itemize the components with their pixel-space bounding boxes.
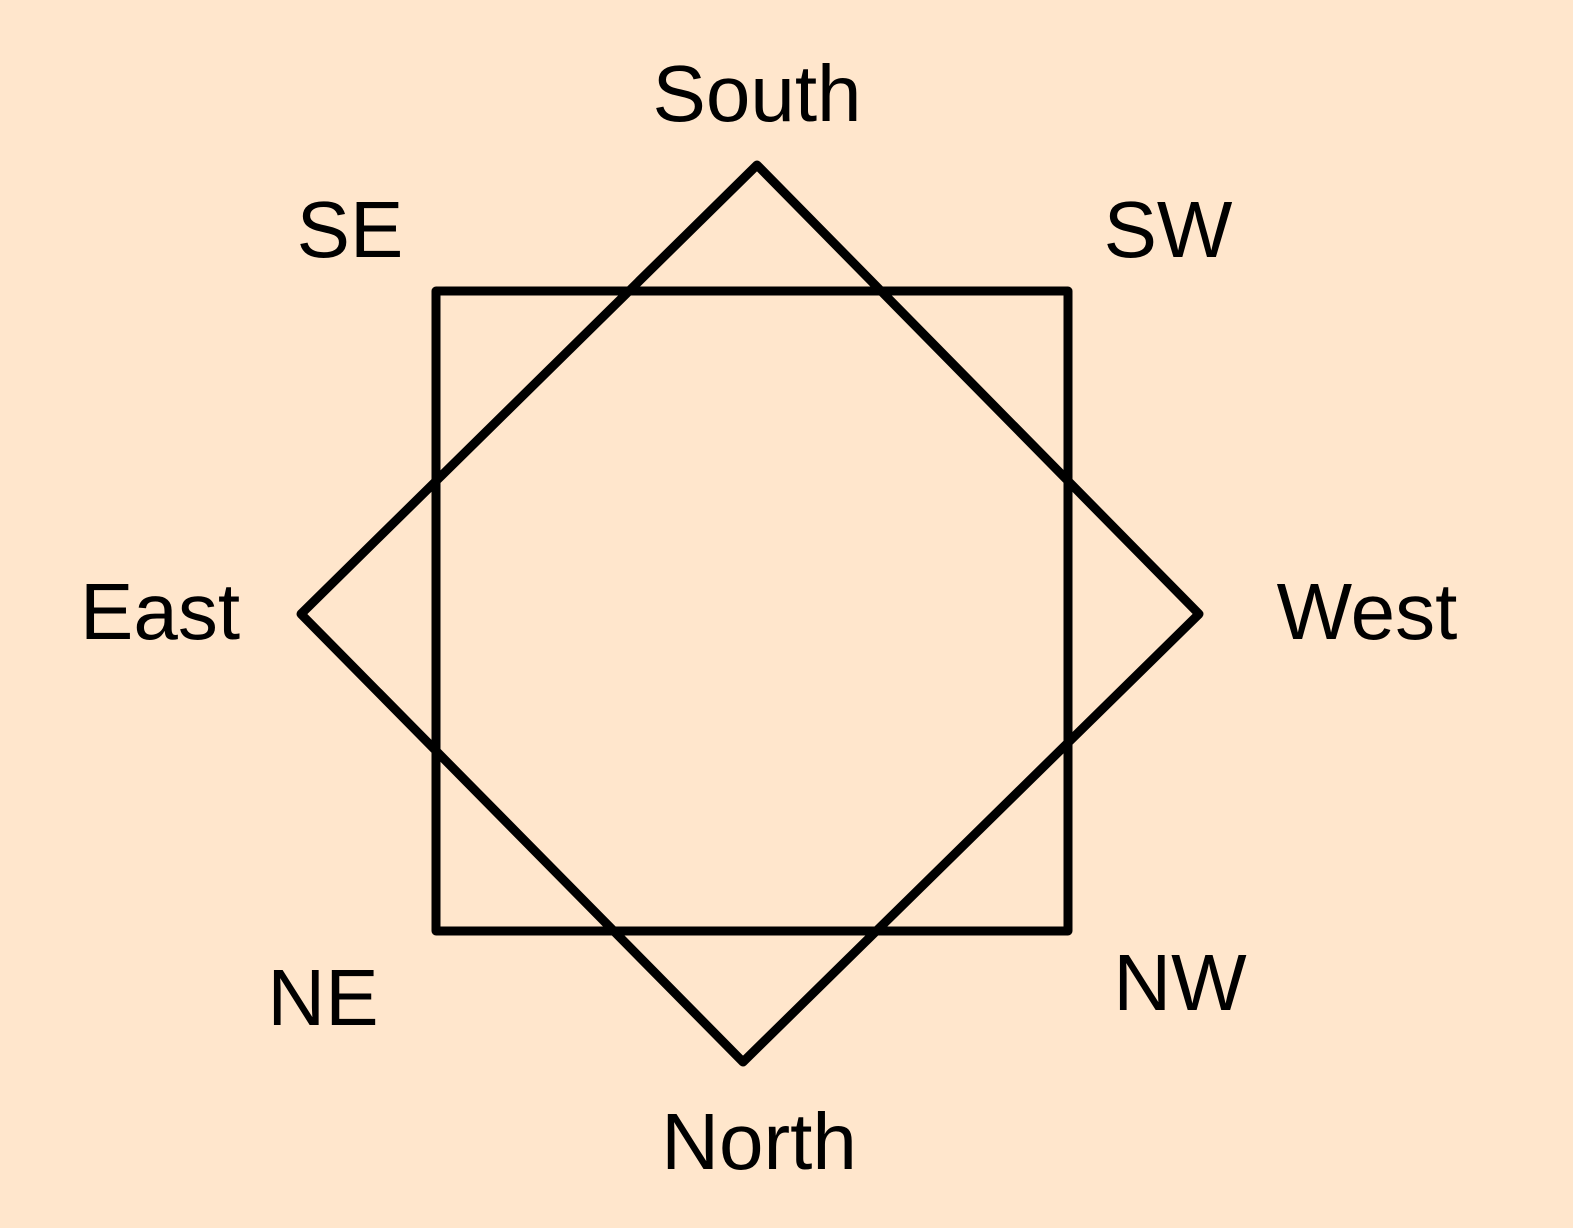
sw-label: SW: [1103, 185, 1233, 274]
east-label: East: [79, 567, 241, 656]
diamond-outline: [296, 160, 1204, 1067]
ne-label: NE: [267, 953, 379, 1042]
nw-label: NW: [1113, 938, 1247, 1027]
se-label: SE: [296, 185, 404, 274]
square-outline: [431, 286, 1073, 936]
south-label: South: [652, 49, 862, 138]
north-label: North: [661, 1097, 857, 1186]
west-label: West: [1276, 567, 1458, 656]
